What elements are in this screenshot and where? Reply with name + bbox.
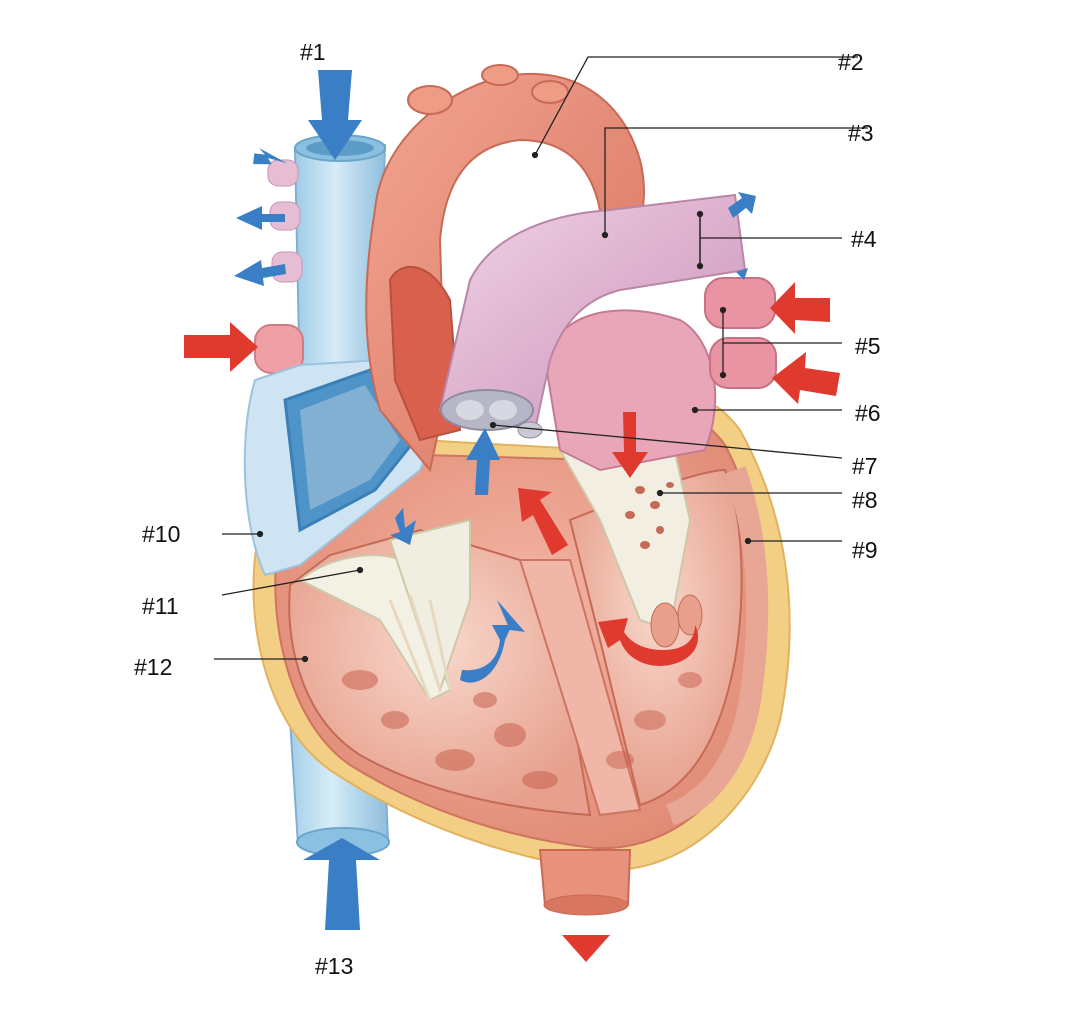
leader-2 <box>534 56 858 156</box>
pulmonary-outflow-arrow <box>728 192 756 218</box>
label-5: #5 <box>855 333 881 359</box>
label-7: #7 <box>852 453 878 479</box>
label-12: #12 <box>134 654 172 680</box>
mitral-flow-arrow <box>612 412 648 478</box>
left-atrium <box>543 309 717 472</box>
labels: #1 #2 #3 #4 #5 #6 #7 #8 #9 #10 #11 #12 #… <box>134 39 881 979</box>
label-8: #8 <box>852 487 878 513</box>
interventricular-septum <box>518 559 642 817</box>
label-3: #3 <box>848 120 874 146</box>
svc-inflow-arrow <box>308 70 362 160</box>
label-13: #13 <box>315 953 353 979</box>
leader-lines <box>214 56 868 663</box>
descending-aorta-outflow-arrow <box>562 935 610 962</box>
label-9: #9 <box>852 537 878 563</box>
pulmonary-vein-inflow-arrow-1 <box>770 282 830 334</box>
label-10: #10 <box>142 521 180 547</box>
tricuspid-valve <box>298 518 471 702</box>
pulmonary-vein-inflow-arrow-right <box>184 322 258 372</box>
flow-arrows-oxygenated <box>184 282 840 962</box>
label-2: #2 <box>838 49 864 75</box>
tricuspid-flow-arrow <box>390 508 416 545</box>
aortic-valve <box>517 421 543 439</box>
branch-arrow-1 <box>253 147 288 165</box>
lv-curve-arrow <box>598 618 699 666</box>
pulmonary-valve-arrow <box>466 428 500 495</box>
pulmonary-outflow-arrow-2 <box>736 268 748 280</box>
aortic-outflow-arrow <box>518 488 568 555</box>
leader-11 <box>221 569 361 596</box>
leader-3 <box>604 127 868 235</box>
pulmonary-vein-inflow-arrow-2 <box>772 352 840 404</box>
descending-aorta <box>538 849 632 916</box>
label-11: #11 <box>142 593 179 619</box>
leader-7 <box>492 424 843 459</box>
label-6: #6 <box>855 400 881 426</box>
label-1: #1 <box>300 39 326 65</box>
branch-arrow-2 <box>236 206 285 230</box>
label-4: #4 <box>851 226 877 252</box>
rv-curve-arrow <box>460 625 512 683</box>
branch-arrow-3 <box>234 260 286 286</box>
flow-arrows-deoxygenated <box>234 70 756 930</box>
aorta <box>365 64 645 473</box>
left-pulmonary-veins <box>704 277 777 389</box>
mitral-valve <box>558 428 703 648</box>
pulmonary-trunk <box>438 193 747 432</box>
ivc-inflow-arrow <box>303 838 380 930</box>
